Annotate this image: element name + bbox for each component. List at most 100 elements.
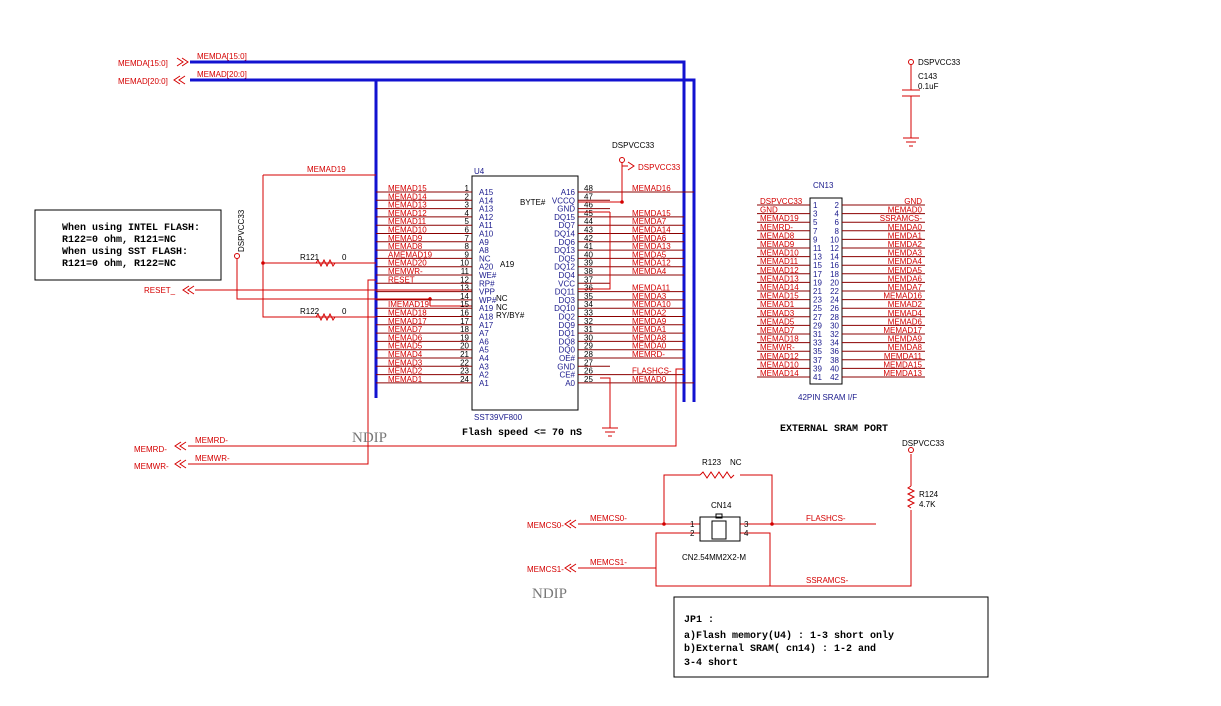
u4-pin-function: DQ13 <box>554 246 575 255</box>
u4-pin-net: MEMDA2 <box>632 309 667 318</box>
r121-resistor <box>315 258 336 268</box>
flash-note-line: R121=0 ohm, R122=NC <box>62 258 176 270</box>
u4-pin-number: 33 <box>584 309 593 318</box>
u4-pin-net: MEMAD2 <box>388 367 423 376</box>
u4-pin-net: FLASHCS- <box>632 367 672 376</box>
u4-pin-number: 12 <box>460 275 469 284</box>
cn13-pin-net: MEMAD4 <box>888 309 923 318</box>
cn13-pin-number: 11 <box>813 244 822 253</box>
u4-pin-net: MEMAD11 <box>388 217 427 226</box>
u4-pin-number: 11 <box>461 267 470 276</box>
c143-capacitor <box>902 59 920 147</box>
u4-pin-number: 25 <box>584 375 593 384</box>
junction-dot <box>770 522 774 526</box>
cn13-pin-net: MEMAD8 <box>760 231 795 240</box>
u4-pin-net: MEMDA3 <box>632 292 667 301</box>
cn13-pin: MEMAD12 37 <box>757 352 822 365</box>
cn13-pin-net: SSRAMCS- <box>880 214 923 223</box>
jp1-note-box <box>673 596 989 678</box>
u4-pin-function: DQ5 <box>559 254 576 263</box>
u4-pin-number: 5 <box>465 217 470 226</box>
u4-pin-function: A13 <box>479 205 494 214</box>
cn13-pin-number: 33 <box>813 339 822 348</box>
memcs0-net: MEMCS0- <box>590 514 627 523</box>
cn13-pin-net: MEMDA5 <box>888 266 923 275</box>
u4-pin-net: IMEMAD19 <box>388 300 429 309</box>
u4-pin-function: DQ9 <box>559 321 576 330</box>
r122-resistor <box>315 312 336 322</box>
flash-note-line: R122=0 ohm, R121=NC <box>62 234 176 246</box>
cn13-pin-net: MEMDA13 <box>883 369 922 378</box>
u4-pin-net: MEMAD13 <box>388 201 427 210</box>
cn13-pin-net: MEMDA8 <box>888 343 923 352</box>
u4-rybys-label: RY/BY# <box>496 311 525 320</box>
cn14-part: CN2.54MM2X2-M <box>682 553 746 562</box>
u4-pin-function: A14 <box>479 196 494 205</box>
r121-ref: R121 <box>300 253 320 262</box>
u4-pin-number: 18 <box>460 325 469 334</box>
flashcs-net: FLASHCS- <box>806 514 846 523</box>
u4-pin-net: MEMAD20 <box>388 259 427 268</box>
cn13-pin: SSRAMCS-6 <box>835 214 925 227</box>
memwr-port: MEMWR- <box>134 462 169 471</box>
u4-pin-net: MEMDA7 <box>632 217 667 226</box>
cn13-pin-number: 23 <box>813 296 822 305</box>
cn13-pin-number: 41 <box>813 373 822 382</box>
cn13-pin-number: 39 <box>813 364 822 373</box>
u4-pin-function: A4 <box>479 354 489 363</box>
u4-pin-function: DQ15 <box>554 213 575 222</box>
cn13-pin-number: 15 <box>813 261 822 270</box>
cn13-pin-net: MEMDA4 <box>888 257 923 266</box>
reset-port: RESET_ <box>144 286 176 295</box>
cn13-pin-number: 35 <box>813 347 822 356</box>
cn13-pin-net: MEMAD12 <box>760 352 799 361</box>
cn13-pin-number: 40 <box>830 364 839 373</box>
cn13-pin-number: 21 <box>813 287 822 296</box>
u4-pin-net: MEMDA5 <box>632 250 667 259</box>
u4-pin-function: A3 <box>479 362 489 371</box>
memcs1-net: MEMCS1- <box>590 558 627 567</box>
u4-pin-number: 47 <box>584 192 593 201</box>
cn13-pin-number: 37 <box>813 356 822 365</box>
cn13-pin: MEMRD-7 <box>757 223 818 236</box>
jp1-note-line: b)External SRAM( cn14) : 1-2 and <box>684 643 876 655</box>
u4-pin-net: MEMDA15 <box>632 209 671 218</box>
u4-pin-function: A17 <box>479 321 494 330</box>
u4-pin-function: GND <box>557 205 575 214</box>
cn13-pin-number: 19 <box>813 278 822 287</box>
cn13-pin-net: MEMAD13 <box>760 274 799 283</box>
cn13-pin-net: MEMDA6 <box>888 274 923 283</box>
u4-pin-net: MEMDA1 <box>632 325 667 334</box>
u4-nc-label: NC <box>496 294 508 303</box>
u4-a19-label: A19 <box>500 260 515 269</box>
cn13-pin-net: MEMDA9 <box>888 335 923 344</box>
jp1-note-line: 3-4 short <box>684 657 738 669</box>
u4-pin-net: MEMAD10 <box>388 226 427 235</box>
r123-resistor <box>699 471 735 479</box>
cn13-pin-net: MEMRD- <box>760 223 793 232</box>
cn13-pin-net: MEMAD16 <box>883 292 922 301</box>
u4-pin-function: DQ4 <box>559 271 576 280</box>
cn13-pin: MEMAD13 19 <box>757 274 822 287</box>
